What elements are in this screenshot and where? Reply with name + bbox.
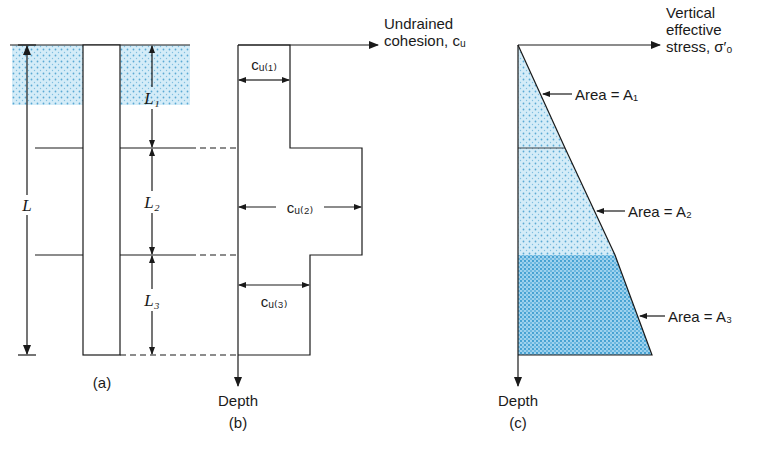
panel-label: (c) [509, 414, 527, 431]
dimension-label: L₃ [144, 292, 159, 309]
dimension-label: L₁ [144, 90, 159, 107]
area-label: Area = A₃ [668, 308, 732, 325]
area-label: Area = A₂ [628, 203, 692, 220]
panel-label: (b) [229, 414, 247, 431]
cohesion-label: cᵤ₍₃₎ [261, 293, 288, 310]
panel-label: (a) [93, 374, 111, 391]
dimension-label: L [22, 197, 31, 214]
cohesion-label: cᵤ₍₁₎ [251, 56, 277, 73]
cohesion-label: cᵤ₍₂₎ [287, 199, 313, 216]
axis-title: Depth [218, 392, 258, 409]
area-label: Area = A₁ [575, 86, 638, 103]
dimension-label: L₂ [144, 194, 159, 211]
axis-title: Depth [498, 392, 538, 409]
axis-title: Vertical effective stress, σ′ₒ [666, 4, 758, 55]
axis-title: Undrained cohesion, cᵤ [384, 15, 496, 49]
